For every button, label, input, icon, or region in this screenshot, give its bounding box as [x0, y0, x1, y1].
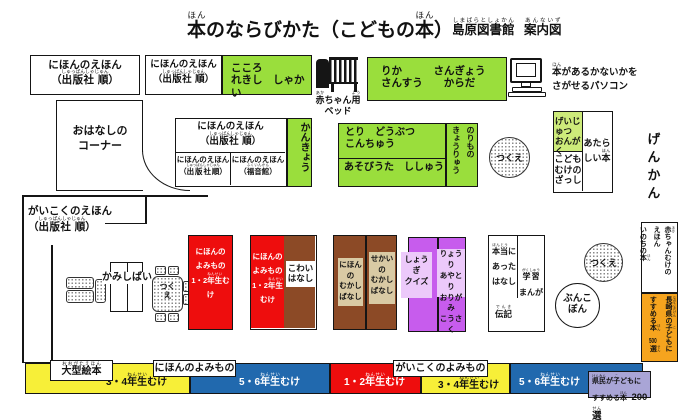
- wall: [105, 222, 146, 224]
- shelf-bunko-circle: ぶんこ ぼん: [555, 283, 600, 328]
- library-name-block: 島原図書館しまばらとしょかん 案内図あんないず: [452, 18, 592, 37]
- kamishibai-label: かみしばい: [102, 272, 152, 284]
- shelf-group-geijutsu: げいじゅつ おんがく こども むけの ざっし あたら しい本ほん: [553, 111, 613, 193]
- shelf-label: あそびうた ししゅう: [344, 162, 444, 173]
- shelf-oogata-ehon: 大型絵本おおがたえほん: [50, 360, 113, 381]
- wall: [22, 361, 50, 363]
- shelf-kankyou: かんきょう: [287, 118, 312, 187]
- shelf-label: えほん: [653, 226, 661, 247]
- shelf-label: いのちの本ほん: [639, 226, 651, 261]
- shelf-label: ぶんこ ぼん: [563, 293, 592, 316]
- kamishibai-shelf: [110, 262, 143, 312]
- shelf-hontou-gakushuu: 本当ほんとうに あった はなし 伝記でんき 学習がくしゅう まんが: [488, 235, 545, 332]
- shelf-group-nihon-ehon: にほんのえほん （出版社 順しゅっぱんしゃじゅん） にほんのえほん （出版社順し…: [175, 118, 287, 187]
- shelf-rika-sansuu: りか さんぎょう さんすう からだ: [367, 57, 507, 101]
- story-corner-label: おはなしの コーナー: [72, 125, 128, 152]
- shelf-label: きょうりゅう: [451, 126, 461, 174]
- shelf-label-gakushuu: 学習がくしゅう まんが: [519, 268, 543, 297]
- shelf-label: にほんの よみもの 1・2年生ねんせいむけ: [191, 247, 230, 299]
- shelf-label: すすめる本ほん 500選せん: [648, 296, 661, 352]
- page-title: 本ほんのならびかた（こどもの本ほん）: [186, 10, 454, 41]
- shelf-label-atarashii: あたら しい本ほん: [583, 138, 611, 163]
- shelf-label-mukashi-nihon: にほん の むかし ばなし: [338, 258, 363, 306]
- library-name: 島原図書館しまばらとしょかん: [452, 18, 515, 37]
- shelf-label-zasshi: こども むけの ざっし: [554, 152, 583, 191]
- shelf-label: にほんの よみもの 1・2年生ねんせいむけ: [252, 252, 283, 304]
- wall: [51, 245, 53, 363]
- bar-label-nihon-yomimono: にほんのよみもの: [153, 360, 236, 377]
- desk-label: つくえ: [589, 258, 617, 268]
- shelf-kenmin-200: 県民けんみんが子こどもに すすめる本ほん 200選せん: [588, 371, 651, 420]
- shelf-label: 赤あかちゃんむけの: [664, 226, 675, 275]
- shelf-label: 200選せん: [592, 392, 648, 420]
- chair: [155, 266, 166, 275]
- grade-label: 3・4年生ねんせいむけ: [106, 372, 168, 388]
- shelf-label-denki: 伝記でんき: [495, 305, 513, 319]
- shelf-label: すすめる本ほん: [592, 391, 627, 403]
- shelf-label: にほんのえほん （出版社 順しゅっぱんしゃじゅん）: [150, 59, 217, 85]
- story-corner-wall: [56, 100, 143, 191]
- story-corner-wall-right: [141, 100, 143, 152]
- desk-label: つくえ: [159, 282, 176, 301]
- shelf-mukashibanashi: にほん の むかし ばなし せかい の むかし ばなし: [333, 235, 397, 330]
- shelf-label: 県民けんみんが子こどもに: [592, 374, 641, 385]
- shelf-label: にほんのえほん （出版社 順しゅっぱんしゃじゅん）: [48, 59, 122, 86]
- grade-label: 1・2年生ねんせいむけ: [344, 372, 406, 388]
- shelf-label: 長崎県ながさきけんの子こどもに: [665, 296, 676, 352]
- shelf-kokoro-rekishi-shakai: こころ れきし しゃかい: [222, 55, 312, 99]
- shelf-tori-doubutsu: とり どうぶつ こんちゅう あそびうた ししゅう: [338, 123, 446, 187]
- grade-label: 3・4年生ねんせいむけ: [438, 375, 500, 391]
- shelf-label: かんきょう: [298, 122, 309, 172]
- shelf-norimono-kyouryuu: のりもの きょうりゅう: [446, 123, 478, 187]
- sofa: [95, 279, 106, 303]
- baby-bed-caption-2: ベッド: [324, 106, 352, 116]
- search-pc-caption: 本ほんがあるかないかを さがせるパソコン: [552, 62, 638, 93]
- grade-label: 5・6年生ねんせいむけ: [239, 372, 301, 388]
- wall: [145, 196, 147, 224]
- baby-crib-icon: [316, 57, 360, 93]
- chair: [168, 313, 179, 322]
- sofa: [66, 277, 94, 289]
- shelf-label-ryouri: りょうり あやとり おりがみ こうさく: [437, 249, 465, 334]
- shelf-label: こころ れきし しゃかい: [231, 62, 305, 99]
- shelf-label: とり どうぶつ こんちゅう: [339, 124, 445, 159]
- shelf-label: にほんのえほん （出版社順しゅっぱんしゃじゅん）: [176, 153, 231, 185]
- desk-label: つくえ: [495, 153, 523, 163]
- shelf-yomimono-red-2: にほんの よみもの 1・2年生ねんせいむけ こわい はなし: [250, 235, 317, 330]
- shelf-label: りか さんぎょう さんすう からだ: [381, 65, 486, 90]
- shelf-nihon-ehon-a: にほんのえほん （出版社 順しゅっぱんしゃじゅん）: [30, 55, 140, 95]
- desk-round: つくえ: [489, 137, 530, 178]
- shelf-label-kowai: こわい はなし: [286, 261, 315, 287]
- shelf-akachan-ehon: 赤あかちゃんむけの えほん いのちの本ほん: [639, 222, 678, 293]
- shelf-nagasaki-500: 長崎県ながさきけんの子こどもに すすめる本ほん 500選せん: [641, 293, 678, 362]
- shelf-yomimono-red-1: にほんの よみもの 1・2年生ねんせいむけ: [188, 235, 233, 330]
- shelf-label-geijutsu: げいじゅつ おんがく: [554, 112, 583, 156]
- chair: [155, 313, 166, 322]
- shelf-nihon-ehon-b: にほんのえほん （出版社 順しゅっぱんしゃじゅん）: [145, 55, 222, 95]
- shelf-label: のりもの: [466, 126, 475, 158]
- baby-bed-caption: 赤あかちゃん用よう: [315, 90, 361, 105]
- shelf-label: にほんのえほん （出版社 順しゅっぱんしゃじゅん）: [176, 119, 285, 153]
- shelf-label-mukashi-sekai: せかい の むかし ばなし: [369, 252, 395, 304]
- sofa: [66, 290, 94, 303]
- desk-round: つくえ: [584, 243, 623, 282]
- desk-square: つくえ: [152, 276, 183, 312]
- foreign-ehon-label: がいこくのえほん （出版社 順しゅっぱんしゃじゅん）: [28, 205, 112, 233]
- shelf-label-shougi: しょう ぎ クイズ: [401, 252, 432, 298]
- search-computer-icon: [508, 58, 548, 98]
- entrance-label: げんかん: [645, 132, 661, 204]
- wall: [22, 195, 208, 197]
- map-label: 案内図あんないず: [524, 18, 562, 37]
- shelf-label: にほんのえほん （福音館ふくいんかん）: [231, 155, 285, 176]
- wall: [22, 195, 24, 363]
- chair: [168, 266, 179, 275]
- shelf-label-hontou: 本当ほんとうに あった はなし: [492, 243, 516, 287]
- grade-label: 5・6年生ねんせいむけ: [519, 372, 581, 388]
- bar-label-gaikoku-yomimono: がいこくのよみもの: [393, 360, 488, 377]
